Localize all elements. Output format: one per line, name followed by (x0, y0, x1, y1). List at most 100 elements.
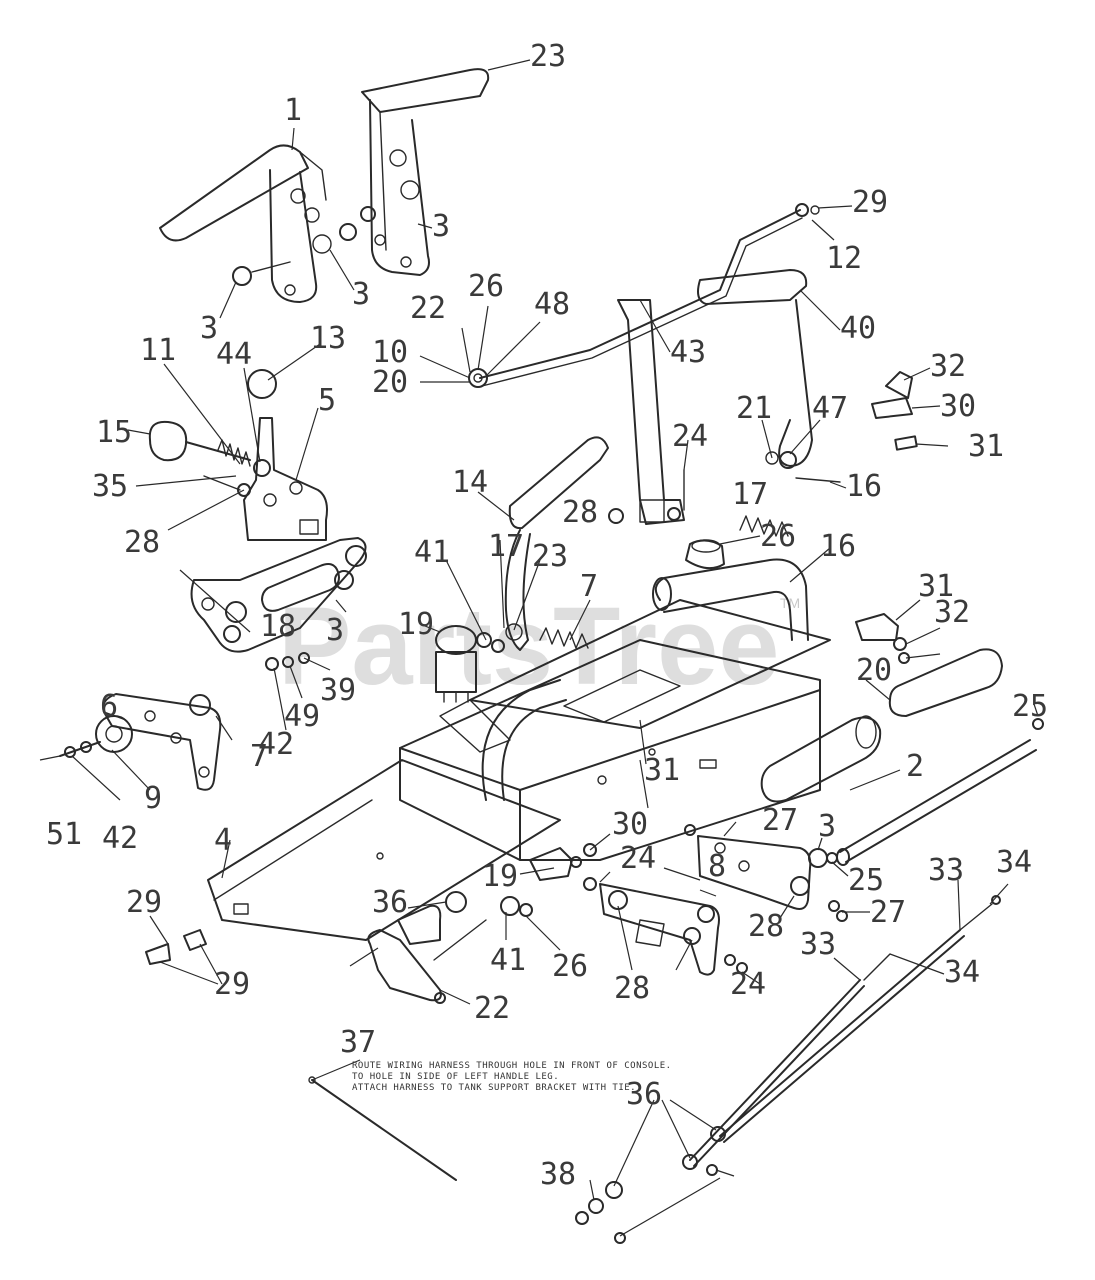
part-3-lever-plate (190, 537, 367, 671)
callout-33[interactable]: 33 (800, 927, 836, 962)
callout-7[interactable]: 7 (250, 739, 268, 774)
callout-labels: 23 1 29 12 3 3 3 22 26 48 10 20 11 44 13… (46, 39, 1048, 1192)
callout-30[interactable]: 30 (612, 807, 648, 842)
callout-20[interactable]: 20 (372, 365, 408, 400)
callout-26[interactable]: 26 (552, 949, 588, 984)
callout-23[interactable]: 23 (530, 39, 566, 74)
callout-17[interactable]: 17 (732, 477, 768, 512)
callout-51[interactable]: 51 (46, 817, 82, 852)
callout-11[interactable]: 11 (140, 333, 176, 368)
callout-30[interactable]: 30 (940, 389, 976, 424)
assembly-note: ROUTE WIRING HARNESS THROUGH HOLE IN FRO… (352, 1061, 672, 1093)
callout-29[interactable]: 29 (852, 185, 888, 220)
callout-31[interactable]: 31 (968, 429, 1004, 464)
callout-4[interactable]: 4 (214, 823, 232, 858)
callout-41[interactable]: 41 (490, 943, 526, 978)
part-43-lever (608, 299, 685, 525)
part-14-lever (504, 436, 609, 651)
callout-42[interactable]: 42 (102, 821, 138, 856)
callout-3[interactable]: 3 (818, 809, 836, 844)
hardware-right (570, 843, 848, 974)
callout-48[interactable]: 48 (534, 287, 570, 322)
callout-47[interactable]: 47 (812, 391, 848, 426)
callout-3[interactable]: 3 (200, 311, 218, 346)
callout-27[interactable]: 27 (870, 895, 906, 930)
callout-7[interactable]: 7 (580, 569, 598, 604)
callout-19[interactable]: 19 (482, 859, 518, 894)
callout-39[interactable]: 39 (320, 673, 356, 708)
callout-27[interactable]: 29 (126, 885, 162, 920)
leader-lines (39, 59, 1039, 1237)
callout-28[interactable]: 28 (124, 525, 160, 560)
callout-23[interactable]: 23 (532, 539, 568, 574)
callout-8[interactable]: 8 (708, 849, 726, 884)
callout-35[interactable]: 35 (92, 469, 128, 504)
callout-26[interactable]: 26 (760, 519, 796, 554)
callout-40[interactable]: 40 (840, 311, 876, 346)
part-26-knob (685, 539, 725, 570)
callout-6[interactable]: 6 (100, 689, 118, 724)
part-lower-fasteners (575, 1126, 726, 1244)
callout-37[interactable]: 37 (340, 1025, 376, 1060)
note-line-3: ATTACH HARNESS TO TANK SUPPORT BRACKET W… (352, 1083, 636, 1093)
callout-29[interactable]: 36 (626, 1077, 662, 1112)
hardware-upper (232, 203, 820, 286)
callout-32[interactable]: 32 (934, 595, 970, 630)
part-20-grip-lower (760, 715, 882, 803)
part-27-29-fasteners (145, 929, 207, 965)
callout-34[interactable]: 34 (944, 955, 980, 990)
callout-21[interactable]: 21 (736, 391, 772, 426)
part-20-grip-upper (888, 648, 1003, 717)
callout-36[interactable]: 36 (372, 885, 408, 920)
callout-29[interactable]: 29 (214, 967, 250, 1002)
note-line-2: TO HOLE IN SIDE OF LEFT HANDLE LEG. (352, 1072, 559, 1082)
callout-18[interactable]: 18 (260, 609, 296, 644)
callout-22[interactable]: 22 (474, 991, 510, 1026)
callout-15[interactable]: 15 (96, 415, 132, 450)
callout-31[interactable]: 31 (644, 753, 680, 788)
callout-26[interactable]: 26 (468, 269, 504, 304)
callout-43[interactable]: 43 (670, 335, 706, 370)
note-line-1: ROUTE WIRING HARNESS THROUGH HOLE IN FRO… (352, 1061, 672, 1071)
callout-42[interactable]: 42 (258, 727, 294, 762)
callout-19[interactable]: 19 (398, 607, 434, 642)
part-33-34-rods (689, 895, 1001, 1167)
callout-25[interactable]: 25 (1012, 689, 1048, 724)
callout-34[interactable]: 34 (996, 845, 1032, 880)
part-15-knob-assembly (148, 420, 271, 477)
callout-13[interactable]: 13 (310, 321, 346, 356)
callout-38[interactable]: 38 (540, 1157, 576, 1192)
callout-33[interactable]: 33 (928, 853, 964, 888)
callout-41[interactable]: 41 (414, 535, 450, 570)
callout-31[interactable]: 31 (918, 569, 954, 604)
callout-3[interactable]: 3 (432, 209, 450, 244)
callout-28[interactable]: 28 (562, 495, 598, 530)
callout-12[interactable]: 12 (826, 241, 862, 276)
callout-9[interactable]: 9 (144, 781, 162, 816)
callout-24[interactable]: 24 (730, 967, 766, 1002)
part-16-handle-tube (481, 558, 809, 801)
part-1-handle (159, 144, 332, 303)
callout-49[interactable]: 49 (284, 699, 320, 734)
callout-16[interactable]: 16 (820, 529, 856, 564)
callout-24[interactable]: 24 (672, 419, 708, 454)
callout-10[interactable]: 10 (372, 335, 408, 370)
callout-24[interactable]: 24 (620, 841, 656, 876)
callout-20[interactable]: 20 (856, 653, 892, 688)
callout-17[interactable]: 17 (488, 529, 524, 564)
callout-27[interactable]: 27 (762, 803, 798, 838)
callout-5[interactable]: 5 (318, 383, 336, 418)
callout-28[interactable]: 28 (614, 971, 650, 1006)
callout-1[interactable]: 1 (284, 93, 302, 128)
part-37-cable-tie (308, 1076, 457, 1181)
callout-3[interactable]: 3 (326, 613, 344, 648)
callout-2[interactable]: 2 (906, 749, 924, 784)
callout-25[interactable]: 25 (848, 863, 884, 898)
callout-22[interactable]: 22 (410, 291, 446, 326)
callout-14[interactable]: 14 (452, 465, 488, 500)
callout-3[interactable]: 3 (352, 277, 370, 312)
callout-16[interactable]: 16 (846, 469, 882, 504)
callout-32[interactable]: 32 (930, 349, 966, 384)
callout-44[interactable]: 44 (216, 337, 252, 372)
callout-28[interactable]: 28 (748, 909, 784, 944)
